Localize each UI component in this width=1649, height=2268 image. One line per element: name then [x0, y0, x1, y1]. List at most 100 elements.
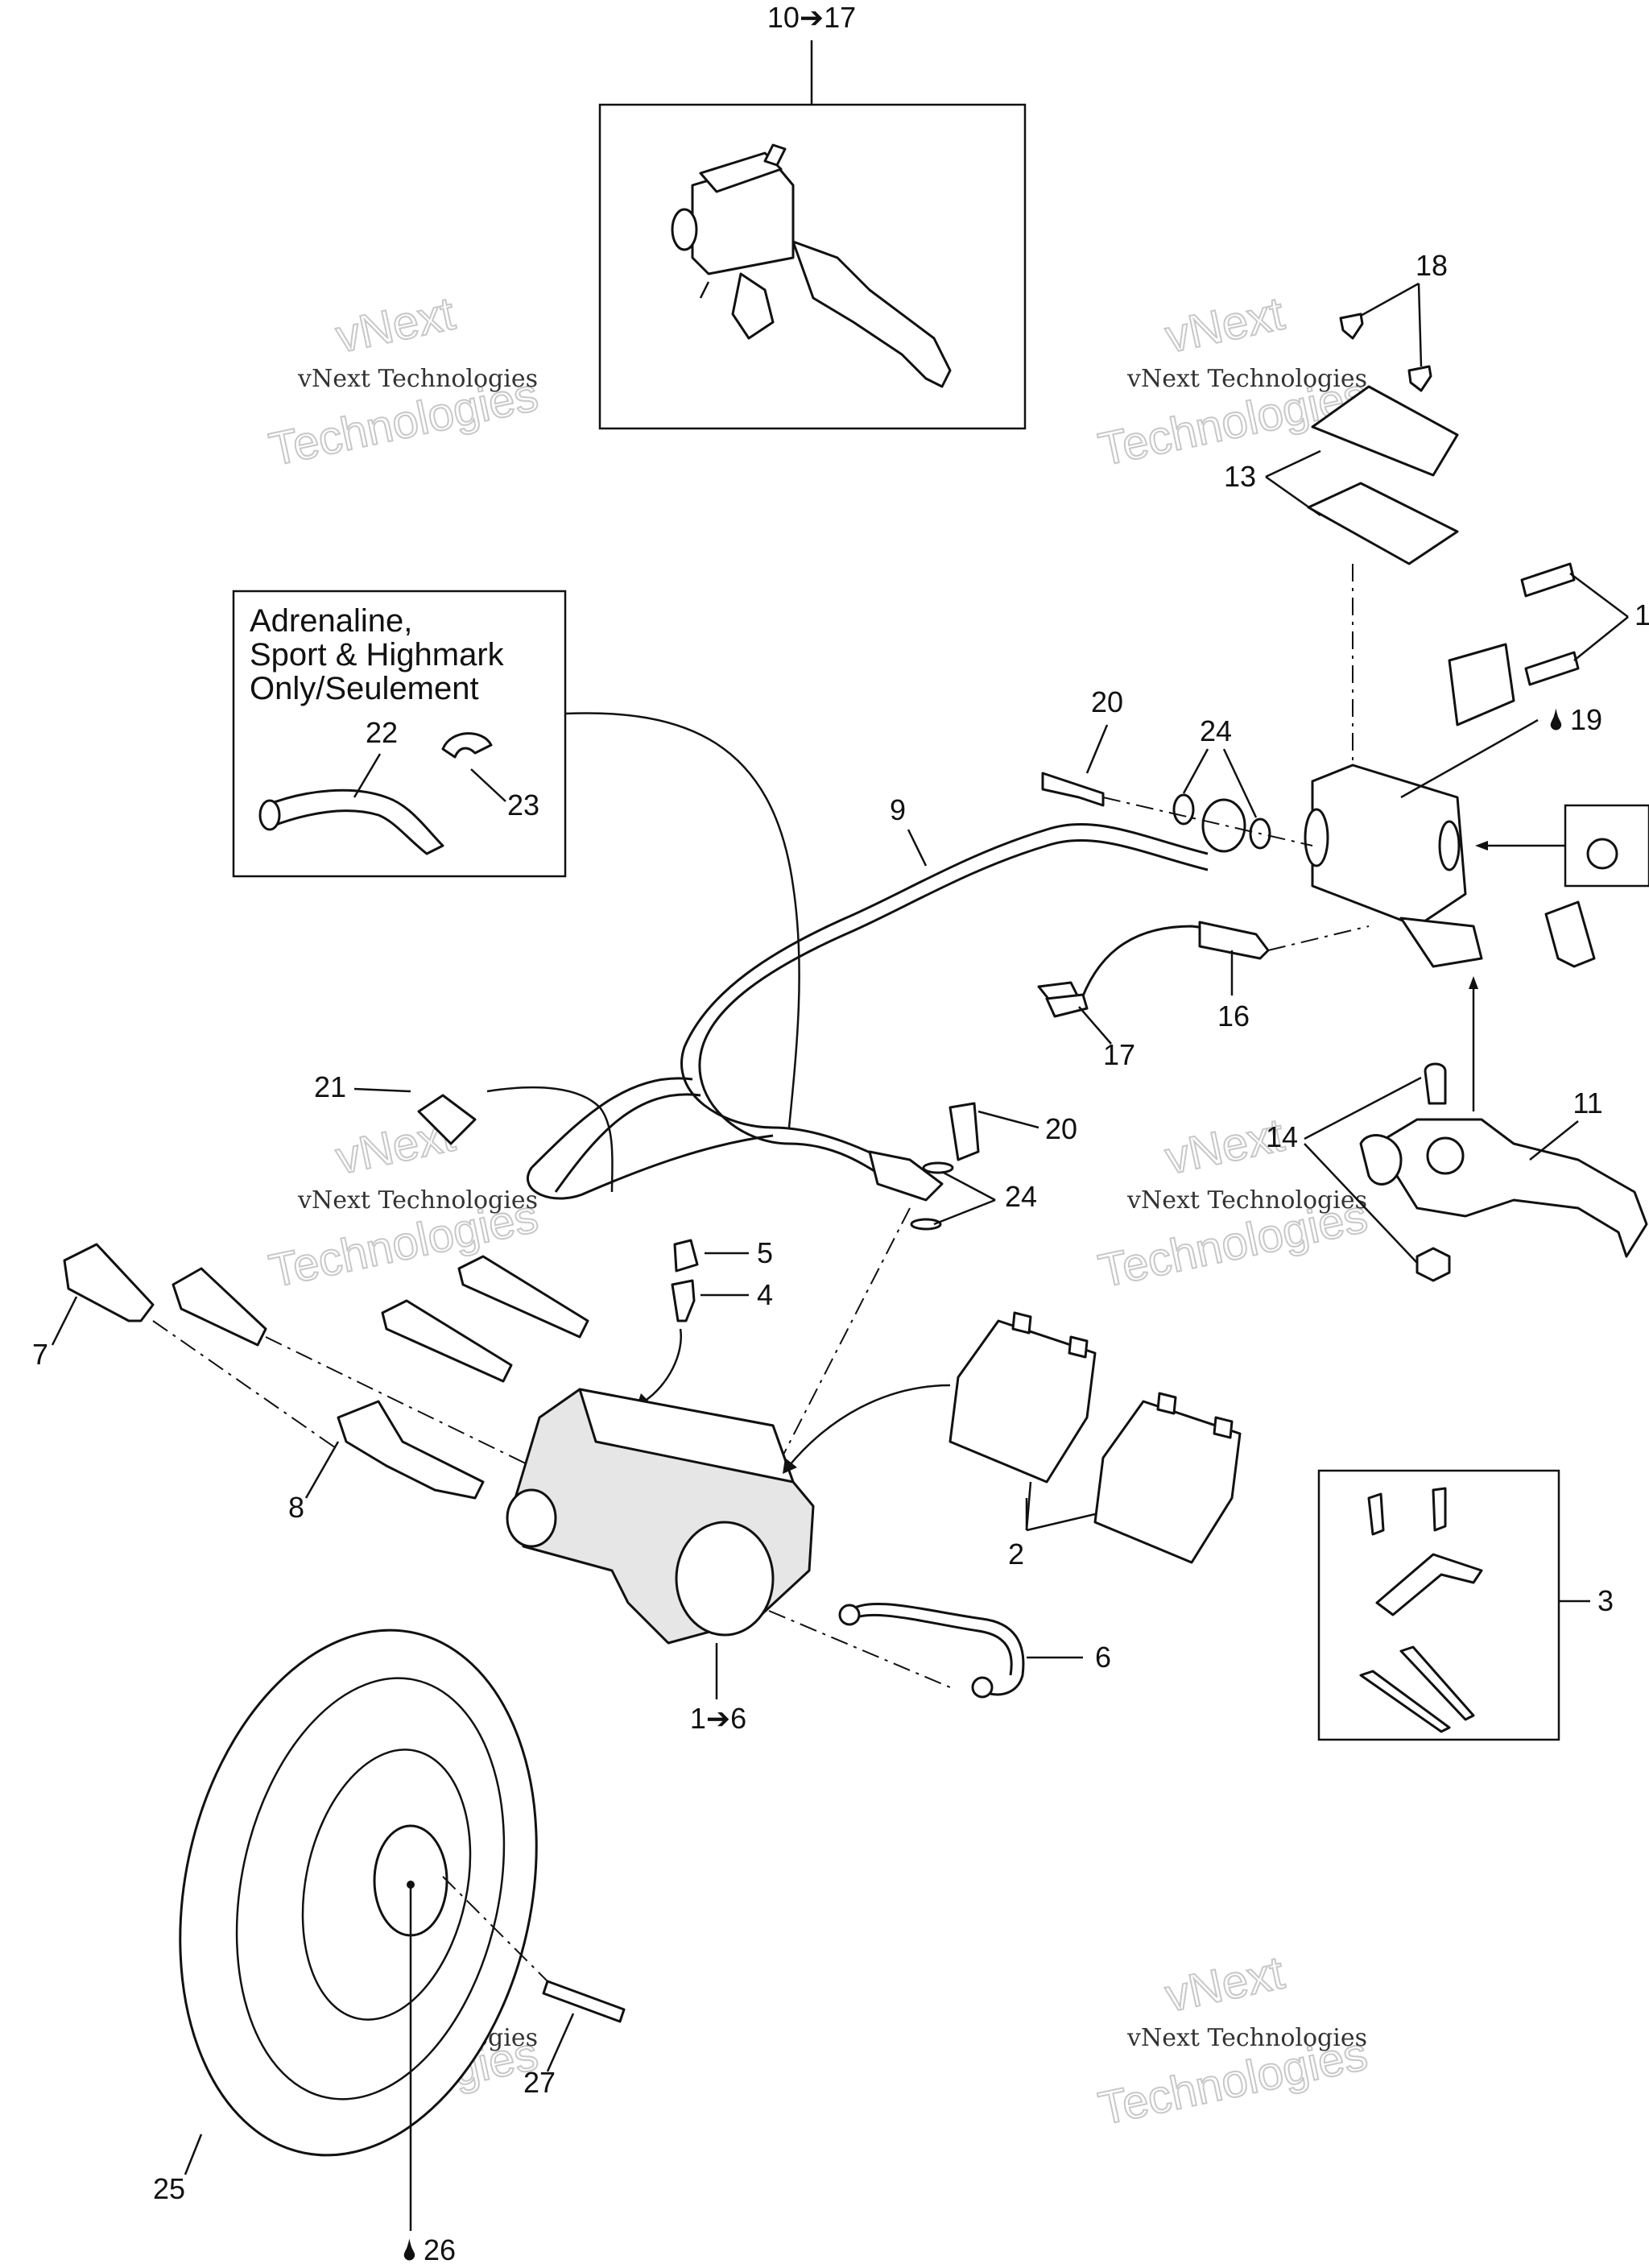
hose-line — [680, 823, 1209, 1169]
brake-disc: 27 25 26 🌢 — [153, 1629, 626, 2266]
callout-18: 18 — [1415, 249, 1448, 282]
guide-pin — [457, 1255, 589, 1339]
reservoir-gasket — [1307, 482, 1459, 565]
anti-rattle-spring — [1375, 1553, 1483, 1616]
watermark-text: vNext Technologies — [297, 365, 538, 393]
bleeder-valve-group: 5 4 — [636, 1236, 773, 1408]
pad-pin — [1359, 1670, 1451, 1733]
boot-cap — [1544, 900, 1596, 968]
callout-24: 24 — [1200, 714, 1232, 747]
disc-25 — [179, 1629, 538, 2157]
watermark-text: vNext Technologies — [1126, 365, 1367, 393]
watermark-text: vNext Technologies — [1126, 1186, 1367, 1215]
master-cylinder-assembly-inset: 10➔17 — [598, 1, 1027, 430]
brake-pad — [948, 1319, 1097, 1484]
brake-light-switch: 16 17 — [1037, 921, 1370, 1071]
clamp-bolt — [1524, 651, 1580, 686]
sealing-washer — [1172, 793, 1195, 826]
master-cylinder-exploded: 18 13 12 19 🌢 — [1224, 249, 1649, 968]
tie-clip — [441, 732, 493, 759]
watermark-text: vNext Technologies — [297, 1186, 538, 1215]
pad-hardware-kit: 3 — [1317, 1469, 1614, 1741]
pivot-bolt — [1424, 1062, 1447, 1105]
crossover-tube: 6 — [838, 1602, 1111, 1699]
bracket-8 — [337, 1400, 485, 1500]
callout-17: 17 — [1103, 1038, 1135, 1071]
brake-pads: 2 — [948, 1311, 1242, 1571]
pad-clip — [1432, 1487, 1447, 1532]
bleeder-cap — [673, 1239, 699, 1273]
sealing-washer — [910, 1218, 942, 1231]
callout-13: 13 — [1224, 460, 1256, 493]
callout-1-6: 1➔6 — [690, 1702, 746, 1735]
cover-screw — [1339, 312, 1364, 340]
callout-2: 2 — [1008, 1538, 1024, 1571]
cover-screw — [1407, 365, 1432, 392]
note-frame — [232, 590, 567, 878]
watermark-logo: vNext — [1161, 1946, 1289, 2022]
callout-26: 26 — [424, 2233, 456, 2266]
handlebar-clamp — [1448, 643, 1515, 726]
guide-pin — [381, 1299, 513, 1383]
watermark-logo: vNext — [332, 287, 460, 362]
callout-16: 16 — [1217, 999, 1250, 1033]
mounting-bolt — [172, 1267, 267, 1347]
banjo-fitting-upper: 20 24 — [1041, 685, 1313, 853]
callout-22: 22 — [366, 716, 398, 749]
note-line-2: Sport & Highmark — [250, 637, 505, 673]
callout-5: 5 — [757, 1236, 773, 1269]
caliper-bolts: 7 — [32, 1243, 589, 1483]
watermark-text: vNext Technologies — [1126, 2024, 1367, 2052]
clip-21 — [417, 1094, 477, 1145]
callout-6: 6 — [1095, 1641, 1111, 1674]
banjo-bolt — [1041, 772, 1105, 807]
callout-20: 20 — [1091, 685, 1123, 718]
master-cylinder — [1311, 764, 1467, 928]
note-line-3: Only/Seulement — [250, 671, 479, 706]
tube-6 — [849, 1602, 1025, 1696]
clamp-bolt — [1520, 562, 1576, 598]
callout-25: 25 — [153, 2172, 185, 2205]
pad-clip — [1367, 1492, 1385, 1536]
switch-body — [1198, 921, 1270, 960]
banjo-bolt — [948, 1102, 980, 1161]
brake-lever — [791, 240, 952, 388]
hardware-frame — [1317, 1469, 1560, 1741]
callout-23: 23 — [507, 788, 539, 822]
brake-hose: 9 — [526, 793, 1209, 1200]
callout-12: 12 — [1635, 598, 1649, 631]
watermark-logo: vNext — [1161, 287, 1289, 362]
callout-8: 8 — [288, 1491, 304, 1524]
callout-11: 11 — [1573, 1086, 1602, 1120]
protective-sleeve — [264, 788, 444, 855]
banjo-fitting-lower: 20 24 — [752, 1102, 1077, 1515]
brake-pad — [1093, 1400, 1242, 1564]
model-note-box: Adrenaline, Sport & Highmark Only/Seulem… — [232, 590, 800, 1128]
callout-14: 14 — [1266, 1120, 1298, 1153]
callout-27: 27 — [523, 2066, 556, 2099]
caliper-piston — [675, 1521, 775, 1637]
pivot-nut — [1415, 1247, 1451, 1282]
reservoir-cover — [1311, 385, 1459, 477]
callout-9: 9 — [890, 793, 906, 826]
callout-7: 7 — [32, 1338, 48, 1371]
callout-4: 4 — [757, 1278, 773, 1311]
banjo-eye — [1201, 798, 1246, 853]
callout-21: 21 — [314, 1070, 346, 1103]
pad-pin — [1399, 1645, 1475, 1721]
fluid-drop-icon: 🌢 — [401, 2233, 419, 2266]
callout-19: 19 — [1570, 703, 1602, 736]
key-27 — [542, 1980, 626, 2023]
callout-10-17: 10➔17 — [767, 1, 856, 34]
fluid-drop-icon: 🌢 — [1548, 703, 1565, 736]
hose-clip: 21 — [314, 1070, 614, 1193]
callout-3: 3 — [1597, 1584, 1614, 1617]
sealing-washer — [922, 1161, 954, 1174]
mounting-bolt — [63, 1243, 155, 1322]
caliper-bracket: 8 — [288, 1400, 485, 1524]
bleeder-screw — [671, 1279, 696, 1322]
note-line-1: Adrenaline, — [250, 603, 412, 639]
brake-caliper: 1➔6 — [506, 1384, 951, 1735]
callout-20-lower: 20 — [1045, 1112, 1077, 1145]
